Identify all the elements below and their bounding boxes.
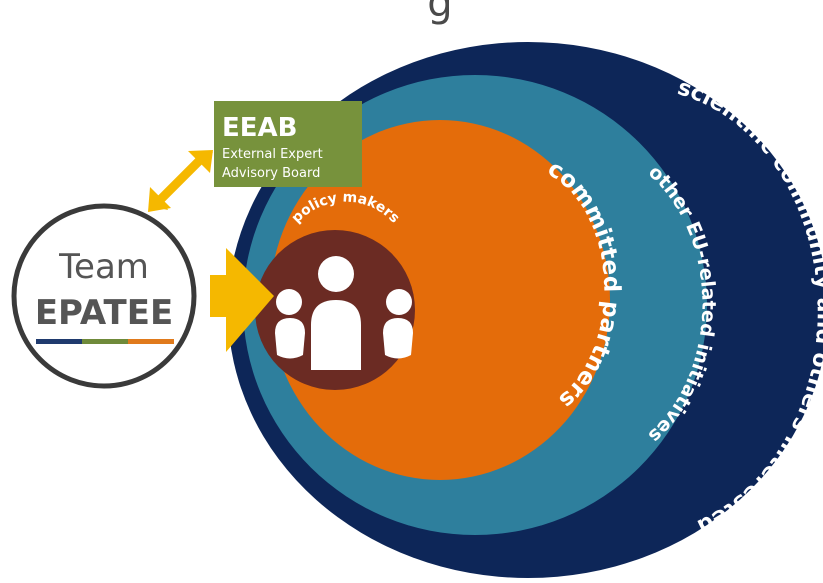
eeab-line2: Advisory Board xyxy=(222,166,320,181)
people-icon xyxy=(275,256,413,370)
right-arrow-icon xyxy=(210,248,274,352)
title-fragment: g xyxy=(427,0,452,26)
brand-color-bars xyxy=(36,339,174,344)
inner-ring xyxy=(270,120,610,480)
double-arrow-icon xyxy=(148,150,213,212)
eeab-box xyxy=(214,101,362,187)
team-line2: EPATEE xyxy=(35,293,173,333)
eeab-title: EEAB xyxy=(222,113,297,143)
eeab-line1: External Expert xyxy=(222,147,323,162)
team-line1: Team xyxy=(58,247,149,287)
